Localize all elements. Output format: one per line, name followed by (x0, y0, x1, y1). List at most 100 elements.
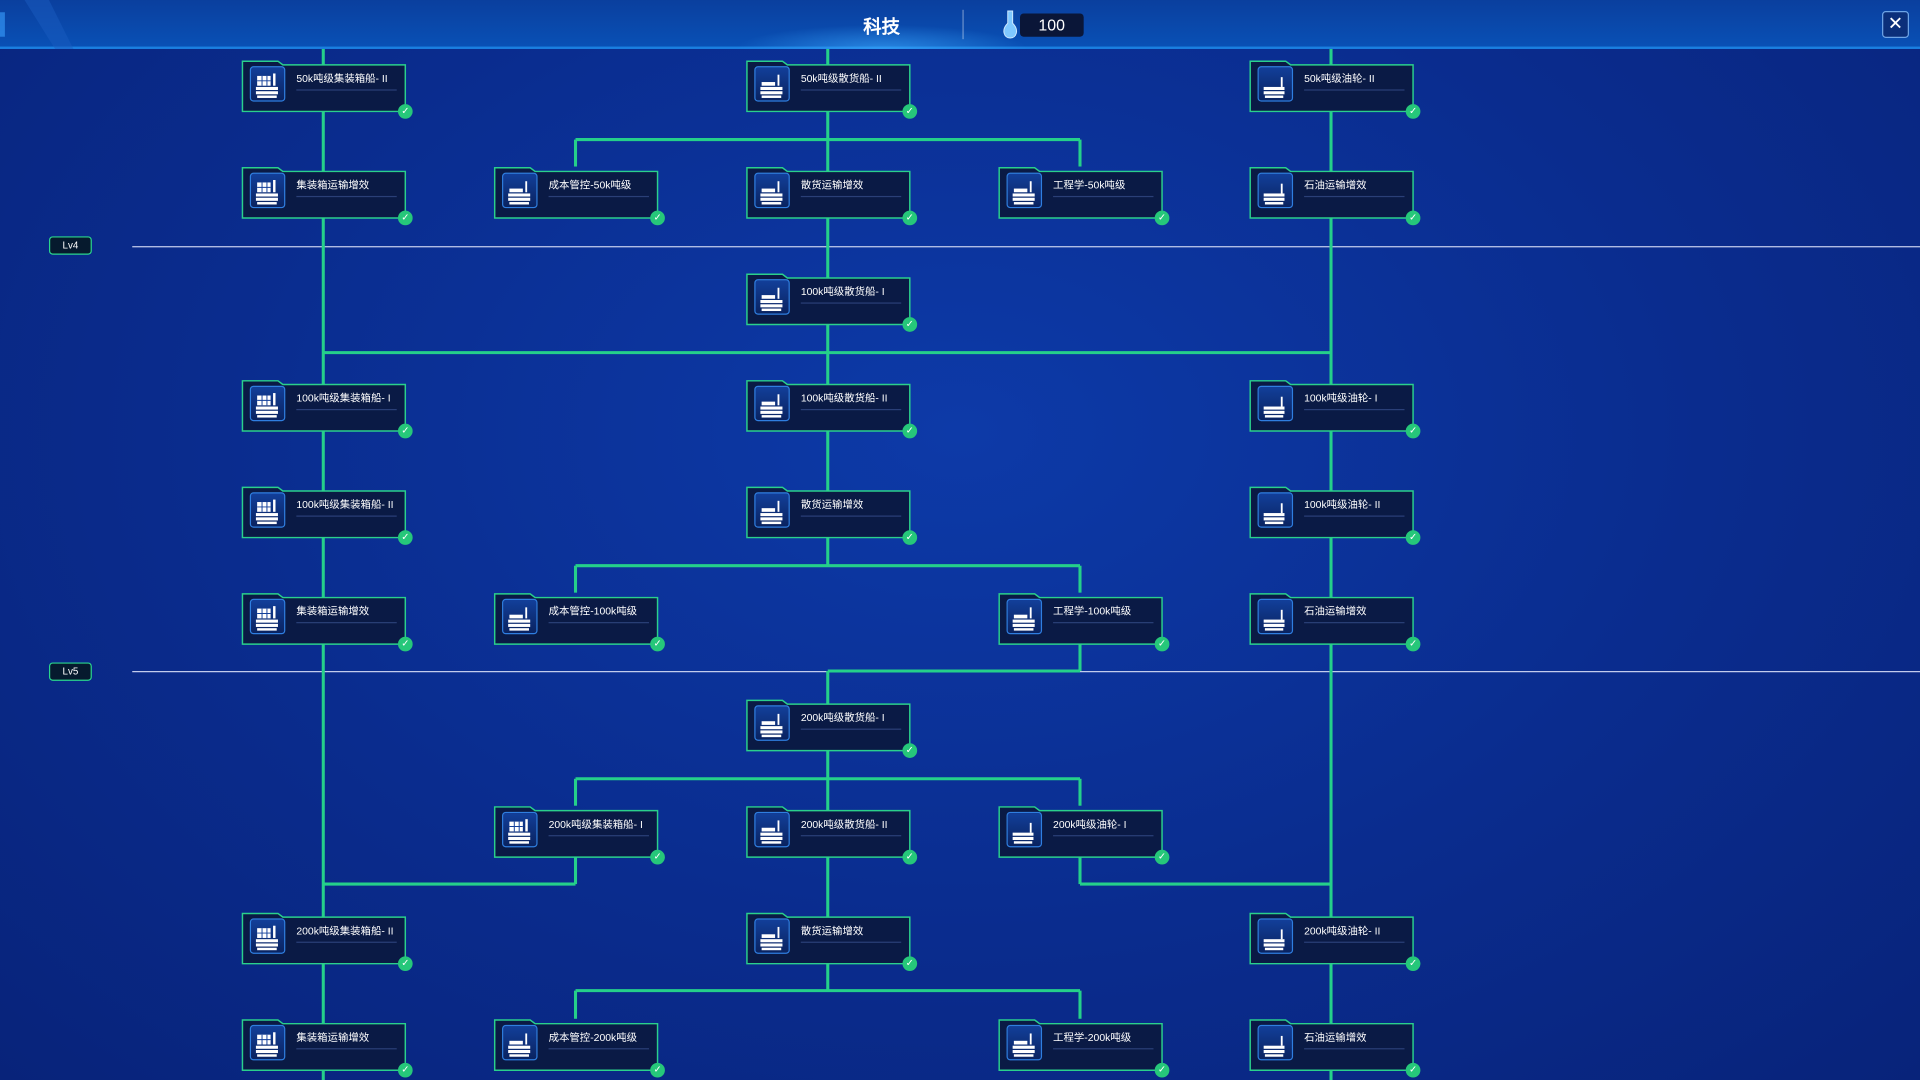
container-ship-icon (502, 811, 538, 848)
check-icon: ✓ (1405, 210, 1421, 226)
tech-node-card[interactable]: 100k吨级散货船- I✓ (746, 273, 918, 332)
check-icon: ✓ (1405, 530, 1421, 545)
level-label-lv5: Lv5 (48, 662, 92, 681)
tech-node-card[interactable]: 散货运输增效✓ (746, 912, 918, 972)
tech-node-card[interactable]: 200k吨级油轮- II✓ (1249, 912, 1421, 972)
tech-node-card[interactable]: 成本管控-200k吨级✓ (493, 1019, 665, 1078)
tanker-ship-icon (1257, 492, 1294, 528)
tech-node-label: 石油运输增效 (1304, 1030, 1405, 1050)
tech-node-card[interactable]: 100k吨级散货船- II✓ (746, 380, 918, 439)
check-icon: ✓ (397, 636, 413, 652)
tech-node-label: 100k吨级散货船- II (800, 391, 902, 411)
tech-node-label: 成本管控-50k吨级 (548, 178, 649, 198)
tech-node-card[interactable]: 200k吨级集装箱船- II✓ (241, 912, 413, 972)
tech-node-card[interactable]: 200k吨级散货船- II✓ (746, 806, 918, 865)
tech-node-card[interactable]: 工程学-100k吨级✓ (998, 593, 1170, 652)
container-ship-icon (249, 918, 286, 954)
check-icon: ✓ (1405, 104, 1421, 119)
tech-node-card[interactable]: 散货运输增效✓ (746, 167, 918, 226)
tech-node-label: 集装箱运输增效 (296, 1030, 397, 1050)
header-bar: 科技 100 ✕ (0, 0, 1920, 49)
tech-node-card[interactable]: 100k吨级油轮- II✓ (1249, 486, 1421, 545)
tech-node-label: 50k吨级散货船- II (800, 71, 902, 91)
container-ship-icon (249, 492, 286, 528)
check-icon: ✓ (902, 956, 918, 972)
check-icon: ✓ (1154, 1062, 1170, 1078)
check-icon: ✓ (397, 423, 413, 439)
tech-node-label: 散货运输增效 (800, 178, 902, 198)
tech-node-card[interactable]: 200k吨级集装箱船- I✓ (493, 806, 665, 865)
tech-node-card[interactable]: 集装箱运输增效✓ (241, 593, 413, 652)
bulk-ship-icon (754, 918, 790, 954)
container-ship-icon (249, 385, 286, 422)
bulk-ship-icon (754, 279, 790, 315)
bulk-ship-icon (754, 492, 790, 528)
container-ship-icon (249, 598, 286, 635)
tech-node-label: 成本管控-100k吨级 (548, 604, 649, 624)
check-icon: ✓ (902, 104, 918, 119)
tech-node-label: 散货运输增效 (800, 923, 902, 943)
tech-node-card[interactable]: 100k吨级油轮- I✓ (1249, 380, 1421, 439)
tech-node-label: 工程学-100k吨级 (1053, 604, 1154, 624)
check-icon: ✓ (1405, 1062, 1421, 1078)
tech-node-card[interactable]: 成本管控-100k吨级✓ (493, 593, 665, 652)
tech-node-card[interactable]: 50k吨级油轮- II✓ (1249, 60, 1421, 119)
tech-node-card[interactable]: 石油运输增效✓ (1249, 1019, 1421, 1078)
check-icon: ✓ (1154, 210, 1170, 226)
check-icon: ✓ (1405, 956, 1421, 972)
tech-node-card[interactable]: 50k吨级集装箱船- II✓ (241, 60, 413, 119)
tech-node-label: 工程学-50k吨级 (1053, 178, 1154, 198)
research-points-value: 100 (1020, 13, 1084, 37)
tech-node-label: 石油运输增效 (1304, 178, 1405, 198)
tanker-ship-icon (1257, 172, 1294, 209)
tech-node-card[interactable]: 100k吨级集装箱船- I✓ (241, 380, 413, 439)
bulk-ship-icon (1006, 598, 1043, 635)
tech-node-card[interactable]: 50k吨级散货船- II✓ (746, 60, 918, 119)
page-title: 科技 (863, 17, 901, 38)
tech-node-card[interactable]: 工程学-200k吨级✓ (998, 1019, 1170, 1078)
tech-node-card[interactable]: 成本管控-50k吨级✓ (493, 167, 665, 226)
tech-node-label: 200k吨级集装箱船- I (548, 817, 649, 837)
bulk-ship-icon (502, 1024, 538, 1061)
tech-node-card[interactable]: 石油运输增效✓ (1249, 593, 1421, 652)
tech-node-label: 200k吨级集装箱船- II (296, 923, 397, 943)
tech-node-card[interactable]: 工程学-50k吨级✓ (998, 167, 1170, 226)
tech-node-card[interactable]: 集装箱运输增效✓ (241, 167, 413, 226)
tech-node-label: 集装箱运输增效 (296, 604, 397, 624)
tanker-ship-icon (1257, 1024, 1294, 1061)
tech-node-label: 100k吨级集装箱船- II (296, 497, 397, 517)
corner-decoration-icon (0, 0, 74, 49)
tanker-ship-icon (1006, 811, 1043, 848)
tech-node-card[interactable]: 石油运输增效✓ (1249, 167, 1421, 226)
tech-node-card[interactable]: 散货运输增效✓ (746, 486, 918, 545)
check-icon: ✓ (902, 423, 918, 439)
container-ship-icon (249, 66, 286, 102)
tanker-ship-icon (1257, 918, 1294, 954)
tech-node-label: 200k吨级油轮- II (1304, 923, 1405, 943)
tech-node-card[interactable]: 集装箱运输增效✓ (241, 1019, 413, 1078)
tech-node-label: 石油运输增效 (1304, 604, 1405, 624)
check-icon: ✓ (650, 210, 665, 226)
level-label-lv4: Lv4 (48, 236, 92, 255)
tech-node-label: 成本管控-200k吨级 (548, 1030, 649, 1050)
tech-node-label: 200k吨级油轮- I (1053, 817, 1154, 837)
close-button[interactable]: ✕ (1882, 11, 1909, 38)
tech-node-card[interactable]: 200k吨级散货船- I✓ (746, 699, 918, 758)
bulk-ship-icon (754, 66, 790, 102)
tech-node-label: 50k吨级油轮- II (1304, 71, 1405, 91)
tech-node-label: 100k吨级集装箱船- I (296, 391, 397, 411)
tech-node-card[interactable]: 200k吨级油轮- I✓ (998, 806, 1170, 865)
bulk-ship-icon (502, 172, 538, 209)
tech-node-label: 100k吨级油轮- II (1304, 497, 1405, 517)
title-glow (734, 24, 1029, 49)
container-ship-icon (249, 1024, 286, 1061)
tech-node-label: 散货运输增效 (800, 497, 902, 517)
bulk-ship-icon (754, 705, 790, 741)
tanker-ship-icon (1257, 66, 1294, 102)
tech-node-label: 100k吨级油轮- I (1304, 391, 1405, 411)
tech-node-card[interactable]: 100k吨级集装箱船- II✓ (241, 486, 413, 545)
tanker-ship-icon (1257, 598, 1294, 635)
check-icon: ✓ (397, 956, 413, 972)
